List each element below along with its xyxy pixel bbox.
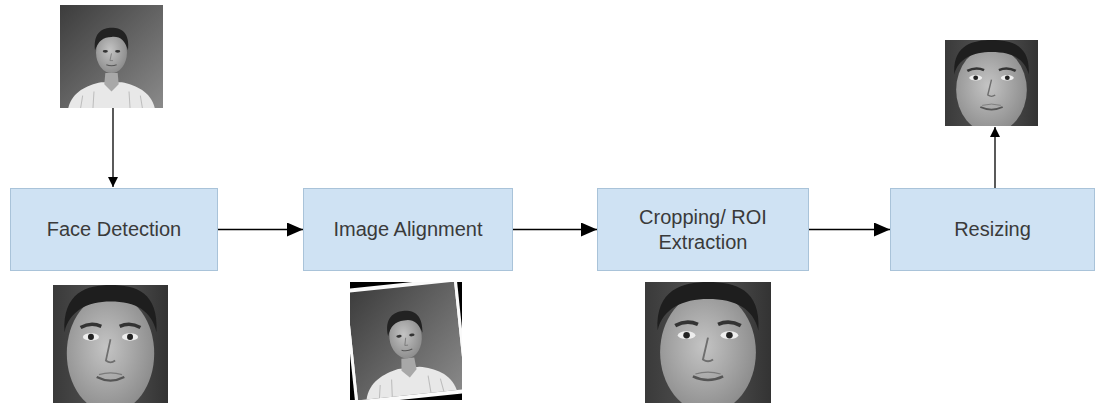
box-label: Cropping/ ROI Extraction	[598, 205, 808, 255]
process-box: Resizing	[890, 188, 1095, 271]
process-box: Cropping/ ROI Extraction	[597, 188, 809, 271]
process-box: Face Detection	[10, 188, 218, 271]
output-arrow	[994, 127, 995, 188]
input-arrow	[112, 108, 113, 187]
input-photo	[60, 5, 163, 108]
flow-arrow	[809, 229, 890, 230]
detected-face-photo	[53, 285, 168, 405]
flow-arrow	[218, 229, 303, 230]
cropped-face-photo	[645, 282, 771, 405]
box-label: Face Detection	[35, 217, 194, 242]
box-label: Image Alignment	[322, 217, 495, 242]
process-box: Image Alignment	[303, 188, 513, 271]
resized-face-photo	[945, 40, 1038, 133]
aligned-photo	[350, 282, 462, 400]
flow-arrow	[513, 229, 597, 230]
box-label: Resizing	[942, 217, 1043, 242]
